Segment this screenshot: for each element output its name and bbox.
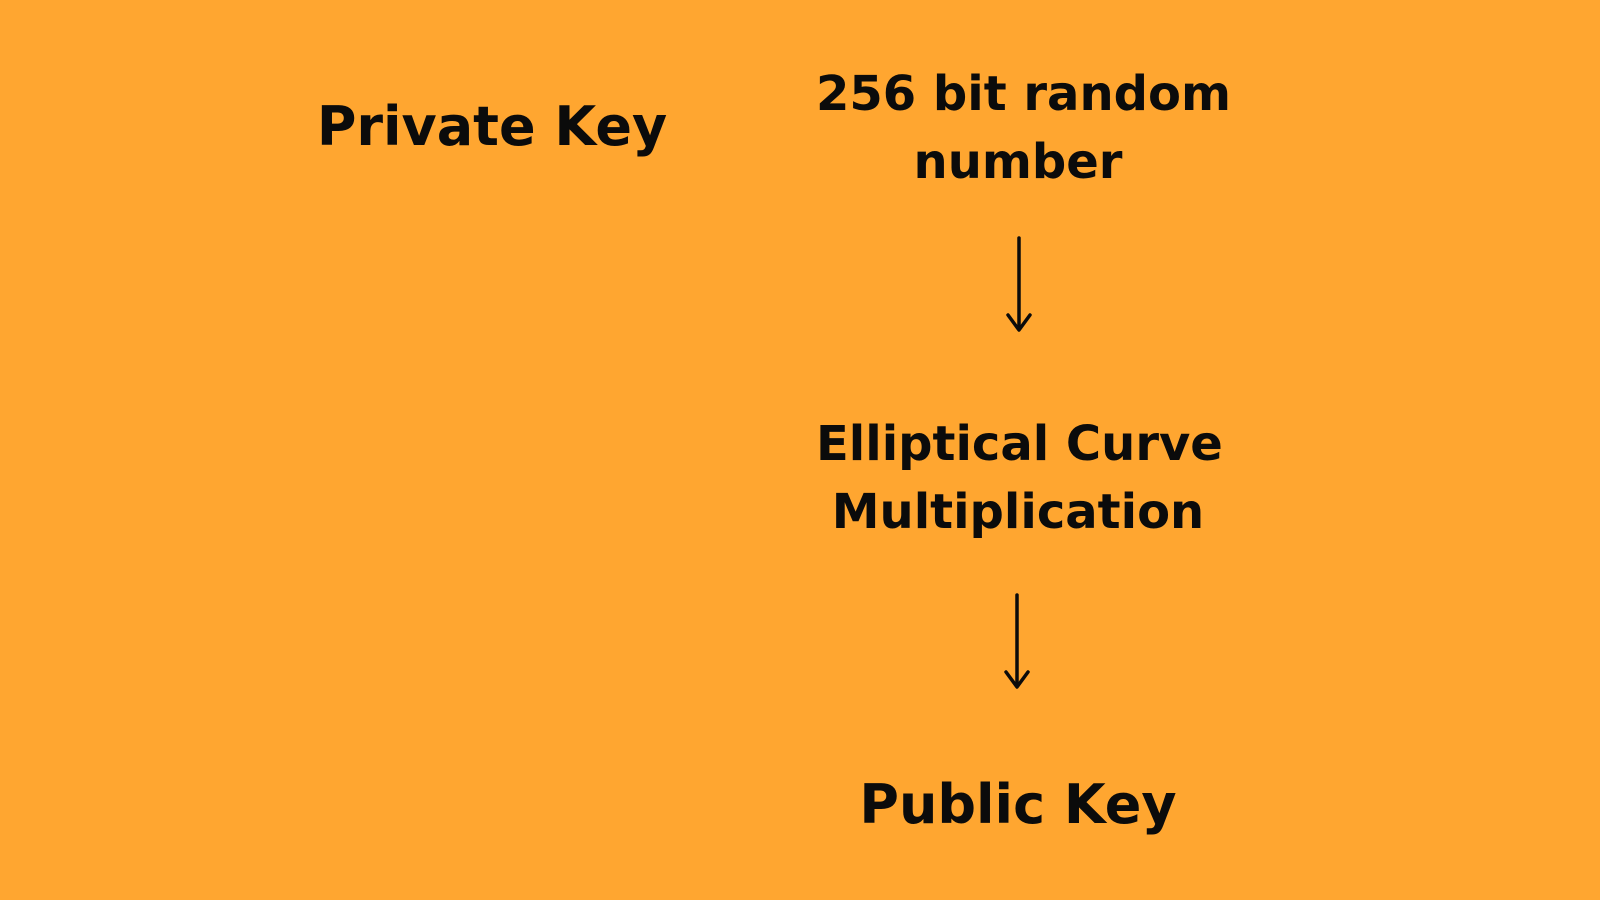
elliptic-curve-line-1: Elliptical Curve [816, 416, 1223, 472]
public-key-label: Public Key [859, 773, 1177, 836]
elliptic-curve-step: Elliptical Curve Multiplication [816, 410, 1223, 546]
random-number-step: 256 bit random number [816, 60, 1231, 196]
random-number-line-1: 256 bit random [816, 66, 1231, 122]
random-number-line-2: number [913, 134, 1123, 190]
arrow-down-icon [1004, 593, 1030, 689]
private-key-label: Private Key [316, 95, 668, 158]
elliptic-curve-line-2: Multiplication [831, 484, 1205, 540]
arrow-down-icon [1006, 236, 1032, 332]
